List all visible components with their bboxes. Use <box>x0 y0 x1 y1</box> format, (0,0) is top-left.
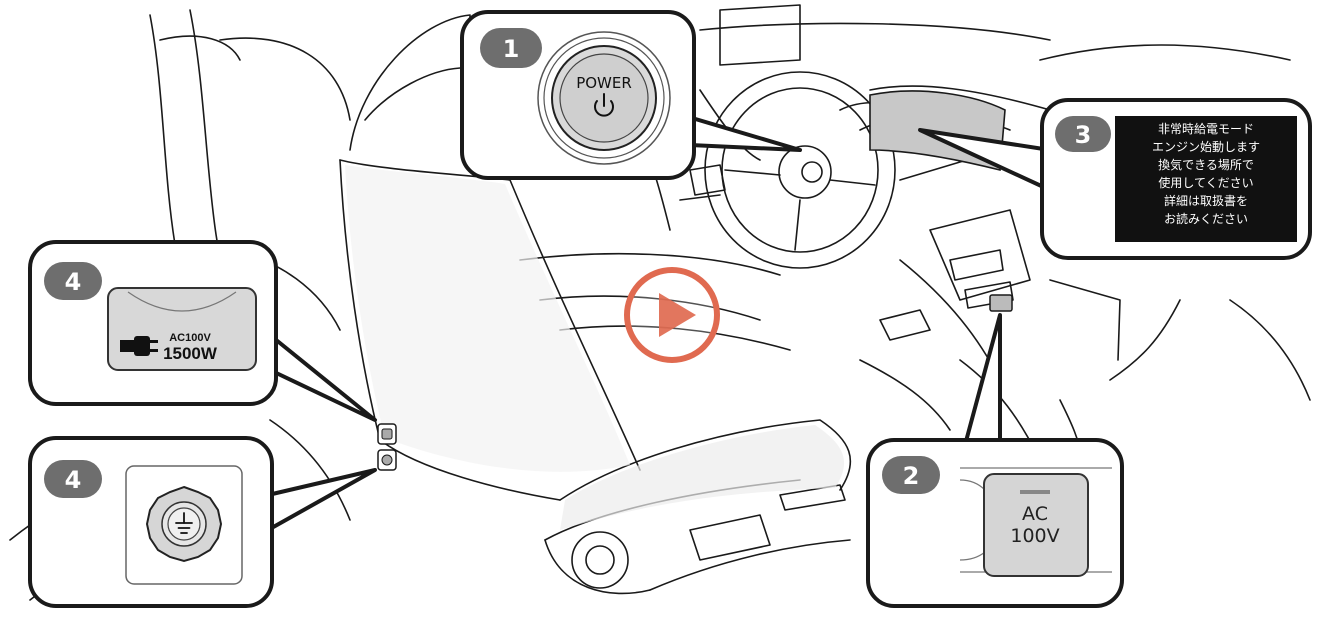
seat-outlet-wattage: 1500W <box>163 344 218 363</box>
badge-4a: 4 <box>44 262 102 300</box>
ground-cap-illustration <box>126 466 242 584</box>
badge-2: 2 <box>882 456 940 494</box>
display-line-4: 使用してください <box>1115 174 1297 192</box>
seat-outlet-illustration: AC100V 1500W <box>108 288 256 370</box>
display-line-1: 非常時給電モード <box>1115 120 1297 138</box>
callout-4a-pointer <box>270 335 375 420</box>
badge-1: 1 <box>480 28 542 68</box>
display-line-5: 詳細は取扱書を <box>1115 192 1297 210</box>
play-button[interactable] <box>622 265 722 365</box>
badge-4b-number: 4 <box>65 466 82 494</box>
display-line-6: お読みください <box>1115 210 1297 228</box>
seat-outlet-voltage: AC100V <box>169 332 211 344</box>
callout-4b-pointer <box>268 470 375 530</box>
badge-3: 3 <box>1055 116 1111 152</box>
badge-2-number: 2 <box>903 462 920 490</box>
power-button-illustration: POWER <box>538 32 670 164</box>
badge-1-number: 1 <box>503 35 520 63</box>
power-label: POWER <box>576 74 632 92</box>
callout-3-pointer <box>920 130 1050 190</box>
ac-outlet-line2: 100V <box>1010 525 1059 547</box>
ac-outlet-line1: AC <box>1022 503 1048 525</box>
badge-3-number: 3 <box>1075 121 1092 149</box>
callout-2-pointer <box>965 315 1000 445</box>
badge-4a-number: 4 <box>65 268 82 296</box>
power-supply-mode-display: 非常時給電モード エンジン始動します 換気できる場所で 使用してください 詳細は… <box>1115 116 1297 242</box>
display-line-2: エンジン始動します <box>1115 138 1297 156</box>
display-line-3: 換気できる場所で <box>1115 156 1297 174</box>
badge-4b: 4 <box>44 460 102 498</box>
